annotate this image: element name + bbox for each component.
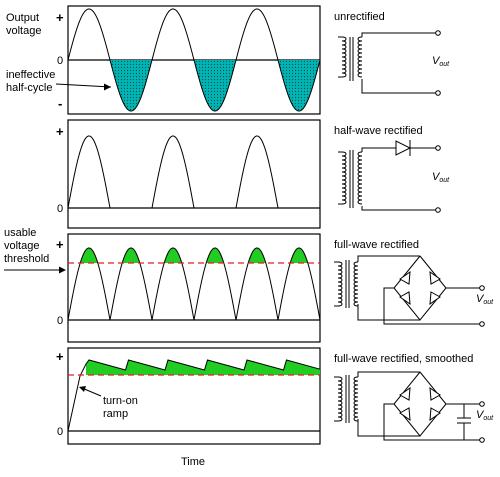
output-terminal [479, 401, 485, 407]
minus-sign-1: - [58, 96, 62, 111]
diode-icon [395, 140, 412, 156]
diode-icon [399, 270, 411, 285]
output-terminal [435, 145, 441, 151]
full-wave-curve [67, 247, 321, 321]
circuit-smoothed: Vout [334, 371, 494, 443]
zero-label-4: 0 [57, 426, 63, 438]
ineffective-arrow [55, 83, 112, 88]
title-unrectified: unrectified [334, 11, 385, 23]
bridge-diodes [399, 386, 441, 422]
frame-half-wave [67, 119, 321, 229]
output-terminal [479, 437, 485, 443]
output-terminal [435, 207, 441, 213]
time-axis-label: Time [181, 456, 205, 468]
circuit-half-wave: Vout [338, 140, 450, 213]
output-terminal [435, 90, 441, 96]
circuit-titles: unrectified half-wave rectified full-wav… [334, 11, 473, 365]
usable-label-line3: threshold [4, 253, 49, 265]
turn-on-arrow [81, 387, 102, 397]
circuit-unrectified: Vout [338, 30, 450, 96]
axis-symbols: + 0 - + 0 + 0 + 0 [56, 10, 64, 438]
diode-icon [399, 386, 411, 401]
frame-full-wave [67, 233, 321, 343]
wire [357, 419, 420, 437]
bridge-rectifier [393, 255, 447, 321]
secondary-coil [353, 261, 359, 307]
vout-label: Vout [476, 409, 494, 422]
ineffective-half-cycle-fill [194, 60, 236, 111]
smoothed-curve [67, 359, 321, 432]
diode-icon [399, 291, 411, 306]
secondary-coil [353, 376, 359, 422]
bridge-diodes [399, 270, 441, 306]
left-labels: Output voltage ineffective half-cycle us… [4, 12, 205, 468]
diode-icon [429, 407, 441, 422]
bridge-rectifier [393, 371, 447, 437]
sine-wave [67, 8, 321, 112]
output-wire-bottom [383, 403, 480, 441]
title-half-wave: half-wave rectified [334, 125, 423, 137]
vout-label: Vout [476, 293, 494, 306]
output-terminal [479, 321, 485, 327]
plus-sign-1: + [56, 10, 64, 25]
ineffective-arrowhead [104, 83, 111, 91]
vout-label: Vout [432, 171, 450, 184]
output-voltage-label-line1: Output [6, 12, 39, 24]
usable-arrowhead [59, 266, 66, 274]
output-terminal [479, 285, 485, 291]
zero-label-3: 0 [57, 315, 63, 327]
half-wave-curve [67, 135, 320, 209]
ineffective-half-cycle-fill [110, 60, 152, 111]
wire [357, 371, 420, 377]
wire [357, 255, 420, 262]
waveforms [67, 8, 321, 432]
secondary-coil [357, 36, 363, 78]
zero-label-1: 0 [57, 55, 63, 67]
zero-label-2: 0 [57, 203, 63, 215]
plus-sign-3: + [56, 237, 64, 252]
usable-label-line2: voltage [4, 240, 39, 252]
turn-on-label-line2: ramp [103, 408, 128, 420]
waveform-fills [80, 60, 320, 375]
ineffective-half-cycle-fill [278, 60, 320, 111]
plus-sign-2: + [56, 124, 64, 139]
smoothed-usable-fill [86, 360, 320, 375]
diode-icon [429, 291, 441, 306]
output-terminal [435, 30, 441, 36]
output-wire-bottom [383, 287, 480, 325]
title-smoothed: full-wave rectified, smoothed [334, 353, 473, 365]
primary-coil [334, 376, 343, 422]
secondary-coil [357, 151, 363, 205]
frame-smoothed [67, 347, 321, 445]
ineffective-label-line2: half-cycle [6, 82, 52, 94]
plus-sign-4: + [56, 349, 64, 364]
output-wire-bottom [361, 79, 436, 94]
wire [357, 304, 420, 321]
output-wire-bottom [361, 206, 436, 211]
diode-icon [429, 386, 441, 401]
output-wire-top [361, 32, 436, 37]
output-voltage-label-line2: voltage [6, 25, 41, 37]
circuit-full-wave: Vout [334, 255, 494, 327]
primary-coil [334, 261, 343, 307]
primary-coil [338, 151, 347, 205]
turn-on-arrowhead [79, 386, 86, 392]
ineffective-label-line1: ineffective [6, 69, 55, 81]
turn-on-label-line1: turn-on [103, 395, 138, 407]
usable-label-line1: usable [4, 227, 36, 239]
diode-icon [399, 407, 411, 422]
panel-frames [67, 5, 321, 445]
diode-icon [429, 270, 441, 285]
title-full-wave: full-wave rectified [334, 239, 419, 251]
primary-coil [338, 36, 347, 78]
vout-label: Vout [432, 55, 450, 68]
output-wire-top [361, 147, 396, 152]
